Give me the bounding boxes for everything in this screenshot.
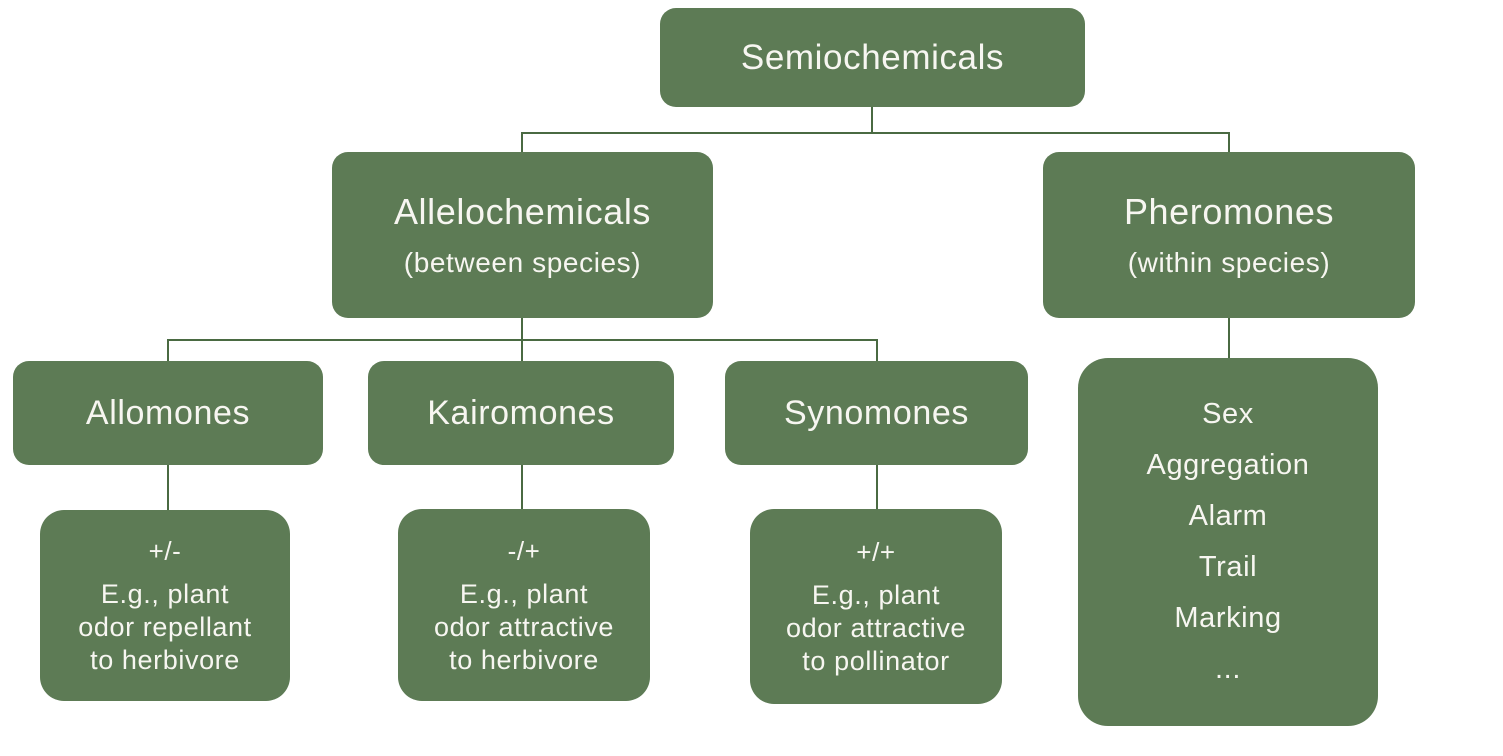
example-sign: -/+ xyxy=(507,535,541,566)
example-line: odor repellant xyxy=(78,612,252,642)
connector-allomones-example-stem xyxy=(167,465,169,510)
example-sign: +/+ xyxy=(856,537,896,567)
pheromone-type-item: Aggregation xyxy=(1146,449,1310,481)
connector-allelochemicals-stem xyxy=(521,318,523,341)
connector-root-stem xyxy=(871,107,873,133)
node-label: Synomones xyxy=(784,393,969,432)
node-semiochemicals: Semiochemicals xyxy=(660,8,1085,107)
node-label: Allomones xyxy=(85,393,251,432)
pheromone-type-item: Alarm xyxy=(1188,500,1268,532)
node-sublabel: (within species) xyxy=(1127,247,1331,278)
example-line: odor attractive xyxy=(433,611,615,642)
pheromone-type-item: Marking xyxy=(1174,602,1282,634)
connector-kairomones-example-stem xyxy=(521,465,523,509)
node-kairomones-example: -/+ E.g., plant odor attractive to herbi… xyxy=(398,509,650,701)
pheromone-type-item: Trail xyxy=(1198,551,1258,583)
pheromone-type-item: Sex xyxy=(1202,398,1254,430)
connector-drop-allomones xyxy=(167,339,169,361)
connector-synomones-example-stem xyxy=(876,465,878,509)
example-line: to pollinator xyxy=(802,646,950,676)
connector-level1-rail xyxy=(521,132,1230,134)
example-line: E.g., plant xyxy=(811,580,941,610)
example-line: E.g., plant xyxy=(459,578,589,609)
node-synomones: Synomones xyxy=(725,361,1028,465)
node-sublabel: (between species) xyxy=(403,247,642,278)
connector-drop-kairomones xyxy=(521,339,523,361)
example-line: to herbivore xyxy=(90,645,240,675)
node-pheromones: Pheromones (within species) xyxy=(1043,152,1415,318)
connector-drop-synomones xyxy=(876,339,878,361)
node-synomones-example: +/+ E.g., plant odor attractive to polli… xyxy=(750,509,1002,704)
node-kairomones: Kairomones xyxy=(368,361,674,465)
connector-drop-pheromones xyxy=(1228,132,1230,152)
node-label: Semiochemicals xyxy=(740,37,1005,77)
node-allomones-example: +/- E.g., plant odor repellant to herbiv… xyxy=(40,510,290,701)
node-allelochemicals: Allelochemicals (between species) xyxy=(332,152,713,318)
example-sign: +/- xyxy=(148,536,182,566)
node-label: Pheromones xyxy=(1123,191,1335,232)
connector-drop-allelochemicals xyxy=(521,132,523,152)
node-pheromone-types: Sex Aggregation Alarm Trail Marking ... xyxy=(1078,358,1378,726)
pheromone-type-item: ... xyxy=(1215,653,1241,685)
connector-pheromones-types-stem xyxy=(1228,318,1230,358)
example-line: to herbivore xyxy=(449,644,599,675)
node-label: Kairomones xyxy=(427,393,615,432)
node-allomones: Allomones xyxy=(13,361,323,465)
node-label: Allelochemicals xyxy=(393,191,652,232)
example-line: E.g., plant xyxy=(100,579,230,609)
example-line: odor attractive xyxy=(785,613,967,643)
